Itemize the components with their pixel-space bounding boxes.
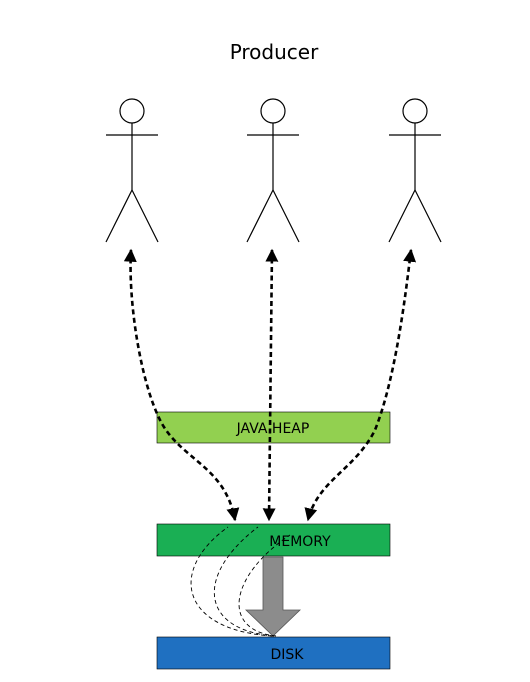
disk-label: DISK: [271, 647, 305, 663]
actor-1-memory-arrow: [123, 248, 240, 522]
disk-to-memory-curve-2: [213, 526, 275, 637]
java-heap-label: JAVA HEAP: [236, 421, 310, 437]
actor-3-memory-arrow: [304, 248, 417, 522]
producer-actor-2: [246, 98, 300, 243]
memory-box: [156, 523, 391, 557]
disk-to-memory-curve-1: [190, 526, 273, 637]
disk-to-memory-curve-3: [238, 534, 291, 637]
disk-box: [156, 636, 391, 670]
actor-2-memory-arrow: [262, 248, 279, 522]
producer-actor-3: [388, 98, 442, 243]
flush-to-disk-arrow: [245, 556, 301, 637]
producer-actor-1: [105, 98, 159, 243]
diagram-title: Producer: [230, 40, 319, 64]
memory-label: MEMORY: [269, 534, 331, 550]
